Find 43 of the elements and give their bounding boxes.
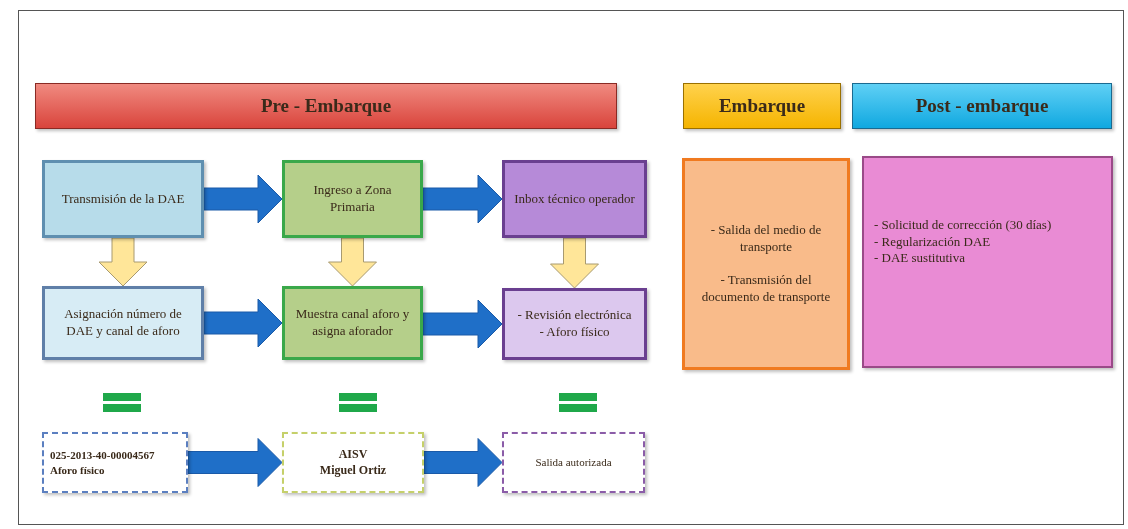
box-text: Asignación número de DAE y canal de aforo (63, 306, 183, 340)
dashed-box (282, 432, 424, 493)
process-box (502, 288, 647, 360)
process-box (42, 286, 204, 360)
box-text: Salida autorizada (534, 455, 613, 470)
phase-header (852, 83, 1112, 129)
process-box (282, 160, 423, 238)
box-text: Transmisión de la DAE (60, 190, 186, 208)
box-text: Miguel Ortiz (318, 462, 388, 479)
box-text: Muestra canal aforo y asigna aforador (294, 306, 411, 340)
phase-header (35, 83, 617, 129)
block-arrow (422, 174, 503, 224)
block-arrow (98, 237, 148, 287)
stage-box (862, 156, 1113, 368)
block-arrow (422, 299, 503, 349)
process-box (282, 286, 423, 360)
process-box (502, 160, 647, 238)
header-text: Post - embarque (914, 93, 1050, 118)
box-text: Aforo físico (50, 462, 106, 477)
dashed-box (42, 432, 188, 493)
stage-box (682, 158, 850, 370)
block-arrow (187, 438, 283, 487)
box-text: - Solicitud de corrección (30 días) (874, 216, 1053, 234)
box-text: Ingreso a Zona Primaria (312, 182, 393, 216)
box-text: - Revisión electrónica (516, 307, 633, 324)
box-text: - DAE sustitutiva (874, 250, 966, 268)
box-text: 025-2013-40-00004567 (50, 448, 156, 463)
block-arrow (328, 237, 377, 287)
box-text: - Aforo físico (538, 324, 611, 341)
box-text: AISV (337, 446, 369, 463)
phase-header (683, 83, 841, 129)
block-arrow (423, 438, 503, 487)
box-text: - Regularización DAE (874, 233, 992, 251)
header-text: Embarque (717, 93, 807, 118)
header-text: Pre - Embarque (259, 93, 393, 118)
block-arrow (203, 174, 283, 224)
box-text: - Transmisión del documento de transporte (700, 272, 832, 306)
block-arrow (203, 298, 283, 348)
box-text: - Salida del medio de transporte (709, 222, 823, 256)
block-arrow (550, 237, 599, 289)
box-text: Inbox técnico operador (513, 190, 636, 208)
process-box (42, 160, 204, 238)
dashed-box (502, 432, 645, 493)
